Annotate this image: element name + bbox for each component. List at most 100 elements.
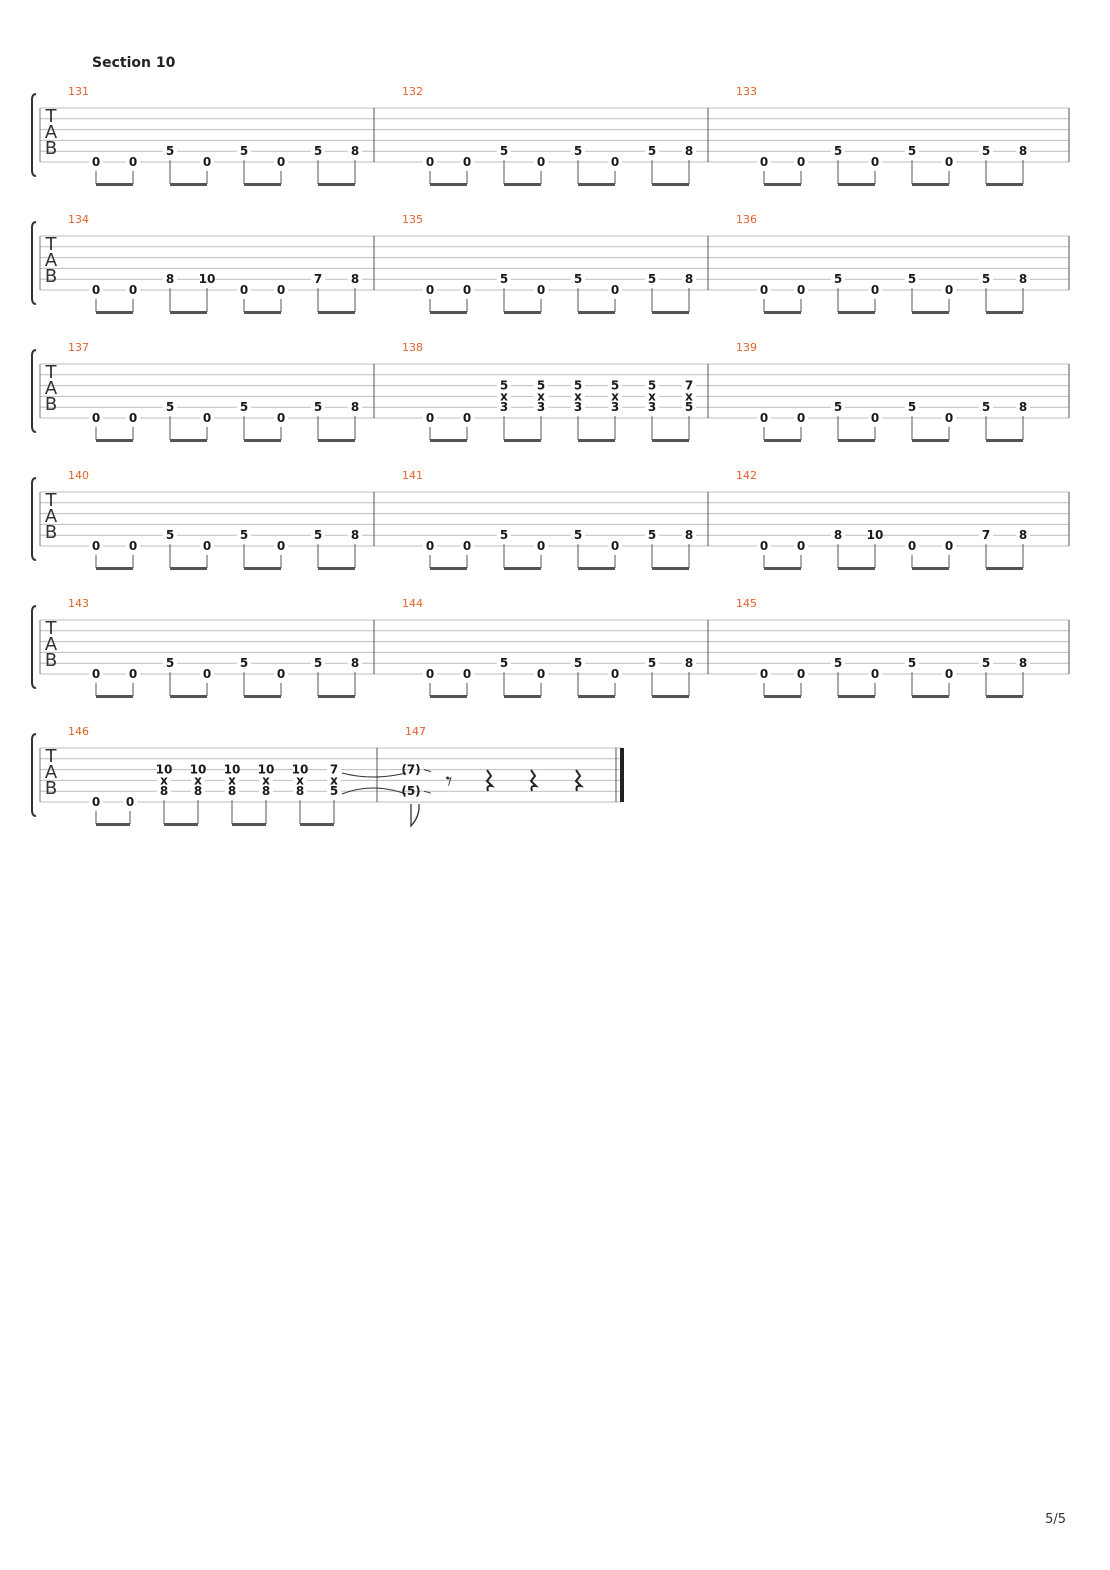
fret-backdrop: [682, 529, 696, 542]
fret-backdrop: [645, 529, 659, 542]
measure-number: 141: [402, 469, 423, 482]
tab-clef-letter: A: [45, 634, 58, 655]
measure-number: 138: [402, 341, 423, 354]
fret-backdrop: [311, 273, 325, 286]
tab-clef-letter: B: [45, 394, 57, 415]
fret-number: 8: [262, 784, 270, 798]
fret-backdrop: [327, 785, 341, 798]
fret-backdrop: [608, 284, 622, 296]
fret-number: 0: [426, 667, 434, 681]
fret-number: 0: [277, 283, 285, 297]
fret-number: 5: [982, 272, 990, 286]
eighth-beam: [764, 311, 801, 314]
fret-number: 8: [1019, 528, 1027, 542]
fret-number: 5: [834, 656, 842, 670]
quarter-rest: [529, 769, 539, 792]
eighth-beam: [318, 183, 355, 186]
fret-backdrop: [163, 273, 177, 286]
fret-backdrop: [571, 390, 585, 403]
fret-number: 0: [871, 283, 879, 297]
fret-backdrop: [423, 540, 437, 552]
fret-backdrop: [571, 379, 585, 392]
fret-backdrop: [534, 668, 548, 680]
fret-backdrop: [237, 145, 251, 158]
fret-backdrop: [571, 529, 585, 542]
fret-backdrop: [89, 796, 103, 808]
fret-number: 5: [240, 528, 248, 542]
fret-backdrop: [126, 668, 140, 680]
fret-backdrop: [163, 401, 177, 414]
fret-number: 5: [537, 379, 545, 393]
eighth-beam: [244, 439, 281, 442]
fret-backdrop: [868, 284, 882, 296]
dead-note-x: x: [574, 389, 582, 403]
eighth-beam: [430, 695, 467, 698]
fret-backdrop: [348, 529, 362, 542]
fret-number: 0: [797, 539, 805, 553]
quarter-rest: [574, 769, 584, 792]
fret-backdrop: [237, 401, 251, 414]
eighth-beam: [838, 311, 875, 314]
fret-backdrop: [200, 540, 214, 552]
fret-number: 5: [330, 784, 338, 798]
measure-number: 146: [68, 725, 89, 738]
fret-backdrop: [571, 401, 585, 414]
system-brace: [31, 477, 37, 561]
system-brace: [31, 221, 37, 305]
fret-backdrop: [571, 145, 585, 158]
fret-number: 0: [463, 155, 471, 169]
fret-number: 5: [314, 400, 322, 414]
fret-backdrop: [497, 529, 511, 542]
fret-backdrop: [123, 796, 137, 808]
fret-number: 0: [463, 283, 471, 297]
tie-end-mark: [423, 790, 432, 794]
eighth-beam: [170, 439, 207, 442]
fret-backdrop: [571, 657, 585, 670]
fret-backdrop: [608, 379, 622, 392]
fret-number: 3: [611, 400, 619, 414]
quarter-rest: [485, 769, 495, 792]
fret-number: 10: [258, 763, 275, 777]
fret-number: 0: [129, 539, 137, 553]
eighth-beam: [764, 183, 801, 186]
fret-number: 5: [574, 656, 582, 670]
fret-number: 0: [797, 155, 805, 169]
measure-number: 142: [736, 469, 757, 482]
fret-backdrop: [831, 145, 845, 158]
fret-number: 5: [648, 144, 656, 158]
eighth-beam: [652, 183, 689, 186]
fret-number: 5: [574, 528, 582, 542]
fret-backdrop: [794, 540, 808, 552]
fret-backdrop: [200, 156, 214, 168]
fret-backdrop: [905, 401, 919, 414]
dead-note-x: x: [611, 389, 619, 403]
fret-number: 5: [982, 656, 990, 670]
fret-number: 8: [166, 272, 174, 286]
fret-number: 0: [463, 539, 471, 553]
eighth-beam: [578, 183, 615, 186]
fret-backdrop: [460, 284, 474, 296]
eighth-beam: [318, 695, 355, 698]
page-number: 5/5: [1045, 1512, 1066, 1527]
fret-number: 0: [760, 411, 768, 425]
fret-number: 5: [166, 656, 174, 670]
fret-number: 5: [240, 400, 248, 414]
fret-backdrop: [311, 401, 325, 414]
fret-backdrop: [348, 657, 362, 670]
fret-number: 5: [574, 379, 582, 393]
fret-number: 0: [426, 155, 434, 169]
fret-number: 0: [797, 283, 805, 297]
dead-note-x: x: [228, 773, 236, 787]
dead-note-x: x: [500, 389, 508, 403]
eighth-beam: [300, 823, 334, 826]
fret-backdrop: [191, 763, 205, 776]
fret-number: 0: [611, 283, 619, 297]
fret-backdrop: [682, 657, 696, 670]
fret-number: 0: [945, 667, 953, 681]
fret-number: 8: [834, 528, 842, 542]
fret-number: 0: [277, 539, 285, 553]
eighth-beam: [96, 311, 133, 314]
fret-number: 7: [330, 763, 338, 777]
